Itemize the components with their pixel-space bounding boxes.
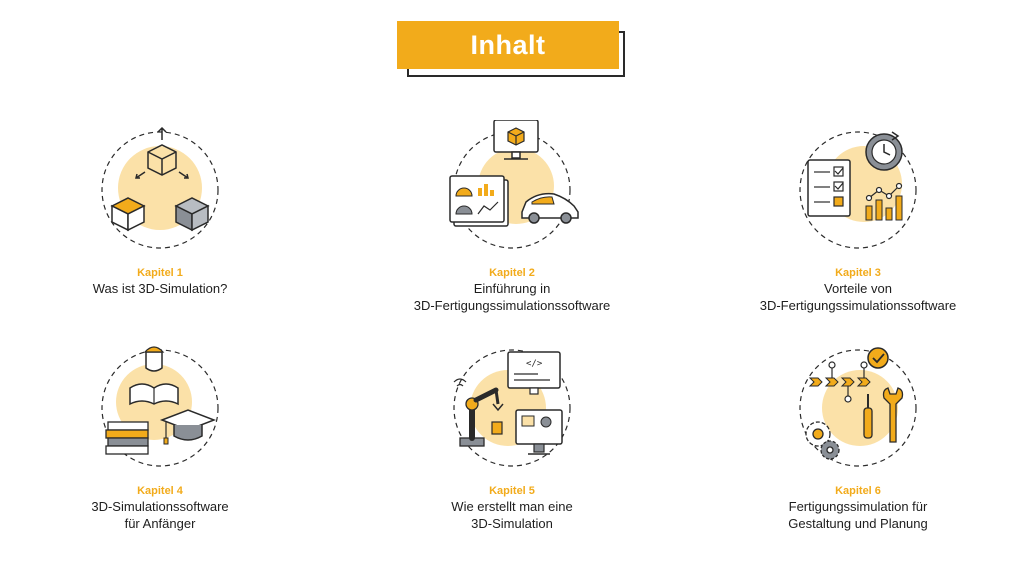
process-tools-gears-icon [799,347,917,467]
chapter-number: Kapitel 4 [137,485,183,497]
svg-text:</>: </> [526,359,543,369]
robot-arm-code-icon: </> [453,349,571,467]
chapter-number: Kapitel 2 [489,267,535,279]
chapter-number: Kapitel 1 [137,267,183,279]
chapter-number: Kapitel 6 [835,485,881,497]
chapter-title-line-2: 3D-Simulation [471,516,553,531]
chapter-title-line-1: Einführung in [473,281,551,296]
chapter-title-line-2: 3D-Fertigungssimulationssoftware [759,298,957,313]
checklist-chart-clock-icon [799,131,917,249]
chapter-number: Kapitel 5 [489,485,535,497]
chapter-card-2[interactable]: Kapitel 2 Einführung in 3D-Fertigungssim… [372,120,652,314]
chapter-title-line-2: für Anfänger [124,516,196,531]
reader-books-graduation-icon [101,346,219,467]
chapter-title-line-1: Was ist 3D-Simulation? [92,281,228,296]
chapter-card-6[interactable]: Kapitel 6 Fertigungssimulation für Gesta… [718,338,998,532]
chapter-number: Kapitel 3 [835,267,881,279]
monitor-dashboard-car-icon [449,120,579,249]
chapter-title-line-1: Wie erstellt man eine [451,499,573,514]
chapter-card-1[interactable]: Kapitel 1 Was ist 3D-Simulation? [20,120,300,297]
title-block: Inhalt [397,21,627,79]
chapter-card-5[interactable]: </> Kapitel 5 Wie erstellt man eine 3D-S… [372,338,652,532]
title-box: Inhalt [397,21,619,69]
chapter-title-line-1: 3D-Simulationssoftware [91,499,229,514]
chapter-card-4[interactable]: Kapitel 4 3D-Simulationssoftware für Anf… [20,338,300,532]
page-title: Inhalt [470,29,546,60]
chapter-title-line-2: 3D-Fertigungssimulationssoftware [413,298,611,313]
cubes-icon [101,126,219,249]
chapter-title-line-1: Vorteile von [824,281,892,296]
chapter-title-line-1: Fertigungssimulation für [788,499,928,514]
chapter-card-3[interactable]: Kapitel 3 Vorteile von 3D-Fertigungssimu… [718,120,998,314]
chapter-title-line-2: Gestaltung und Planung [788,516,928,531]
